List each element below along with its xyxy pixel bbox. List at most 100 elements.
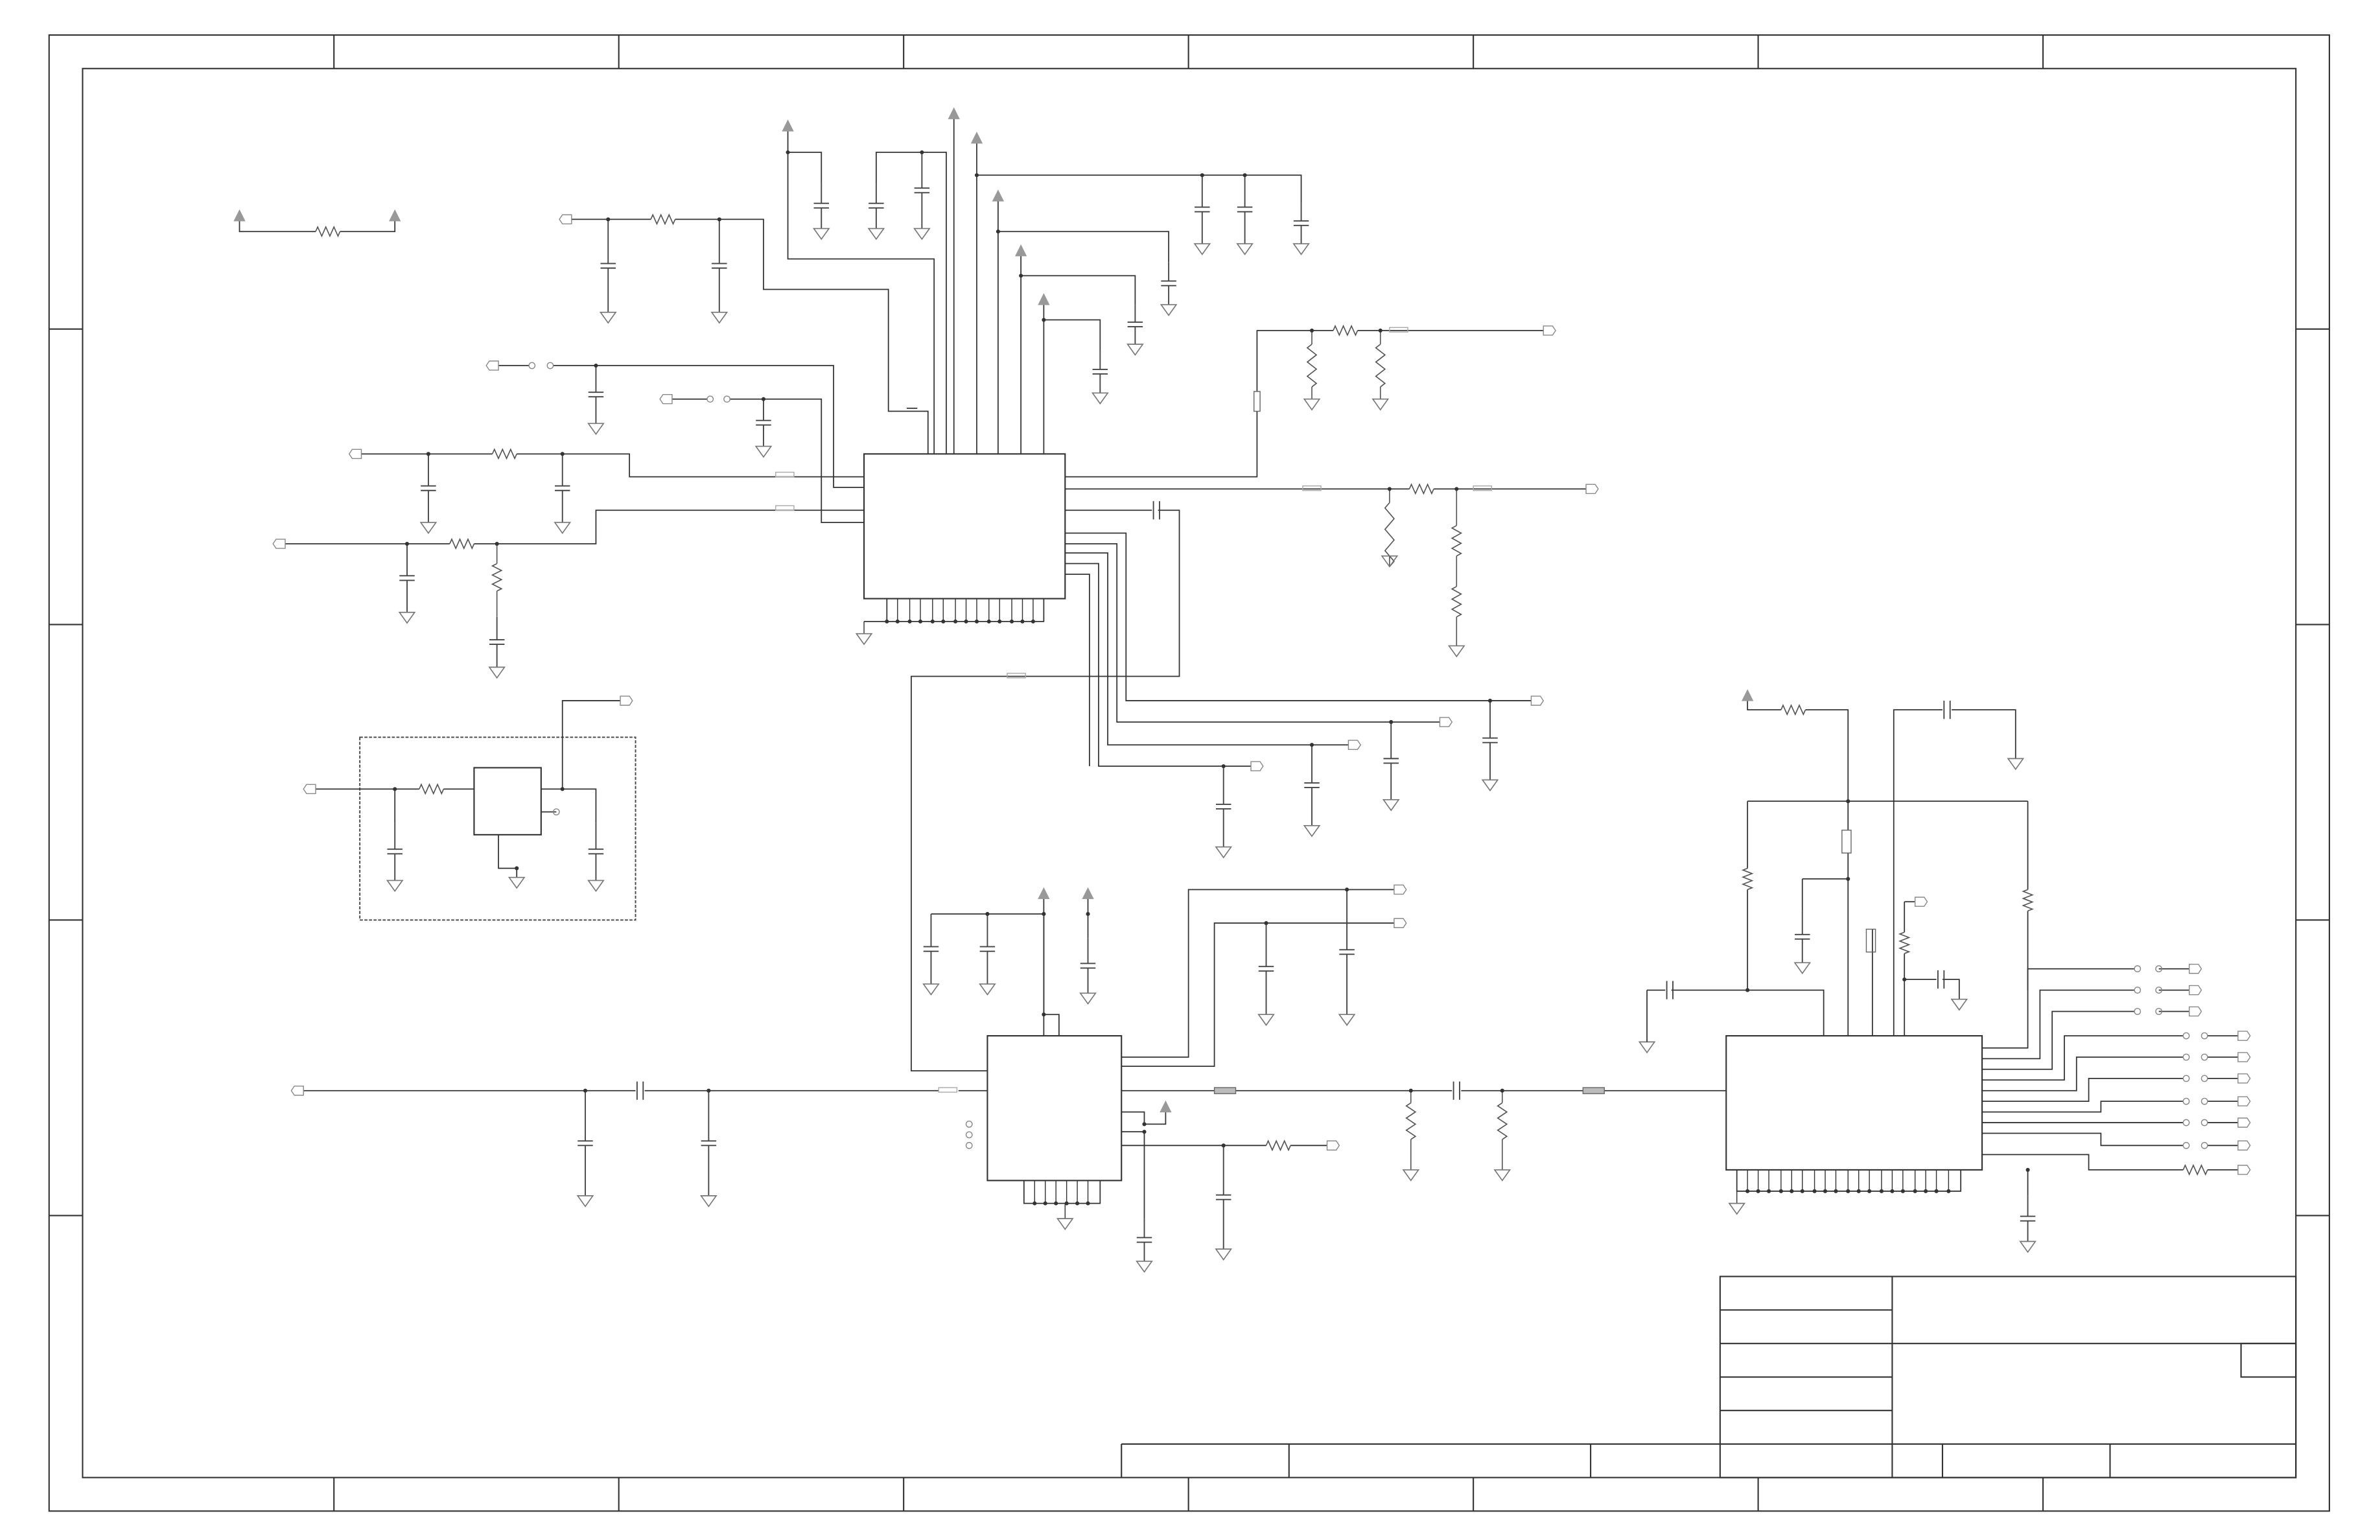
- port-flag-icon[interactable]: [1585, 484, 1599, 495]
- capacitor[interactable]: [1452, 1081, 1460, 1100]
- capacitor[interactable]: [1339, 889, 1355, 1015]
- ic-baseband[interactable]: [1725, 1035, 1983, 1171]
- capacitor[interactable]: [923, 914, 939, 985]
- capacitor[interactable]: [1152, 501, 1160, 520]
- capacitor[interactable]: [1136, 1219, 1152, 1261]
- resistor[interactable]: [1384, 489, 1395, 567]
- port-flag-icon[interactable]: [290, 1085, 304, 1096]
- resistor[interactable]: [1408, 483, 1434, 495]
- capacitor[interactable]: [1937, 970, 1945, 989]
- port-flag-icon[interactable]: [1394, 918, 1407, 928]
- capacitor[interactable]: [914, 152, 930, 229]
- port-flag-icon[interactable]: [2237, 1140, 2251, 1151]
- resistor[interactable]: [1405, 1090, 1417, 1170]
- port-flag-icon[interactable]: [303, 784, 316, 795]
- capacitor[interactable]: [588, 822, 604, 881]
- capacitor[interactable]: [1080, 938, 1096, 994]
- port-flag-icon[interactable]: [2237, 1096, 2251, 1106]
- port-flag-icon[interactable]: [1439, 717, 1453, 727]
- port-flag-icon[interactable]: [2237, 1073, 2251, 1084]
- capacitor[interactable]: [701, 1090, 717, 1196]
- port-flag-icon[interactable]: [1543, 325, 1556, 336]
- port-flag-icon[interactable]: [2188, 1006, 2202, 1017]
- port-flag-icon[interactable]: [620, 695, 633, 706]
- resistor[interactable]: [1333, 324, 1359, 337]
- port-flag-icon[interactable]: [1530, 695, 1545, 706]
- resistor[interactable]: [650, 213, 676, 226]
- resistor[interactable]: [491, 448, 517, 460]
- resistor[interactable]: [2022, 889, 2034, 912]
- capacitor[interactable]: [1092, 350, 1108, 393]
- resistor[interactable]: [1497, 1090, 1508, 1170]
- port-flag-icon[interactable]: [2237, 1165, 2251, 1175]
- port-flag-icon[interactable]: [1394, 884, 1407, 895]
- capacitor[interactable]: [813, 183, 830, 229]
- capacitor[interactable]: [1258, 923, 1274, 1015]
- capacitor[interactable]: [869, 183, 884, 229]
- capacitor[interactable]: [1943, 701, 1951, 719]
- ic-regulator[interactable]: [473, 767, 542, 835]
- capacitor[interactable]: [578, 1090, 593, 1196]
- port-flag-icon[interactable]: [1348, 740, 1362, 750]
- port-flag-icon[interactable]: [2237, 1031, 2251, 1041]
- capacitor[interactable]: [489, 616, 505, 668]
- ground-icon: [1257, 1014, 1275, 1027]
- capacitor[interactable]: [712, 219, 727, 312]
- power-icon: [1160, 1100, 1172, 1113]
- capacitor[interactable]: [1215, 1145, 1231, 1250]
- capacitor[interactable]: [756, 399, 771, 447]
- power-icon: [1082, 887, 1094, 900]
- resistor[interactable]: [419, 783, 445, 795]
- port-flag-icon[interactable]: [1326, 1140, 1340, 1151]
- capacitor[interactable]: [554, 454, 570, 523]
- port-flag-icon[interactable]: [1914, 896, 1928, 907]
- capacitor[interactable]: [1304, 745, 1320, 826]
- capacitor[interactable]: [1195, 175, 1210, 244]
- port-flag-icon[interactable]: [2188, 963, 2202, 974]
- resistor[interactable]: [1451, 489, 1463, 564]
- junction-dot: [1823, 1189, 1828, 1193]
- resistor[interactable]: [1741, 867, 1754, 891]
- ic-mixer[interactable]: [986, 1035, 1123, 1182]
- capacitor[interactable]: [636, 1081, 644, 1100]
- port-flag-icon[interactable]: [659, 393, 673, 404]
- port-flag-icon[interactable]: [559, 214, 572, 225]
- resistor[interactable]: [449, 537, 475, 550]
- capacitor[interactable]: [421, 454, 436, 523]
- junction-dot: [761, 397, 766, 401]
- capacitor[interactable]: [1482, 701, 1498, 780]
- resistor[interactable]: [1780, 704, 1806, 716]
- capacitor[interactable]: [2020, 1195, 2036, 1242]
- resistor[interactable]: [1375, 330, 1386, 399]
- resistor[interactable]: [1451, 563, 1463, 646]
- resistor[interactable]: [2182, 1163, 2208, 1176]
- capacitor[interactable]: [1795, 911, 1810, 963]
- capacitor[interactable]: [1127, 305, 1143, 345]
- port-flag-icon[interactable]: [2237, 1052, 2251, 1062]
- capacitor[interactable]: [1293, 202, 1309, 244]
- resistor[interactable]: [1265, 1139, 1291, 1152]
- capacitor[interactable]: [1237, 175, 1253, 244]
- resistor[interactable]: [1306, 330, 1318, 399]
- capacitor[interactable]: [1215, 766, 1231, 847]
- junction-dot: [1345, 887, 1349, 892]
- port-flag-icon[interactable]: [2188, 985, 2202, 996]
- port-flag-icon[interactable]: [1250, 761, 1264, 771]
- capacitor[interactable]: [588, 366, 604, 424]
- ic-main-transceiver[interactable]: [863, 453, 1066, 600]
- capacitor[interactable]: [1161, 262, 1176, 305]
- capacitor[interactable]: [979, 914, 996, 985]
- capacitor[interactable]: [1666, 981, 1674, 999]
- capacitor[interactable]: [387, 822, 402, 881]
- capacitor[interactable]: [600, 219, 616, 312]
- resistor[interactable]: [315, 226, 341, 238]
- capacitor[interactable]: [399, 544, 415, 612]
- junction-dot: [1946, 1189, 1951, 1193]
- port-flag-icon[interactable]: [348, 449, 362, 460]
- port-flag-icon[interactable]: [2237, 1117, 2251, 1128]
- port-flag-icon[interactable]: [485, 360, 499, 371]
- resistor[interactable]: [1898, 931, 1911, 954]
- resistor[interactable]: [491, 544, 503, 617]
- capacitor[interactable]: [1383, 721, 1399, 800]
- port-flag-icon[interactable]: [272, 539, 286, 549]
